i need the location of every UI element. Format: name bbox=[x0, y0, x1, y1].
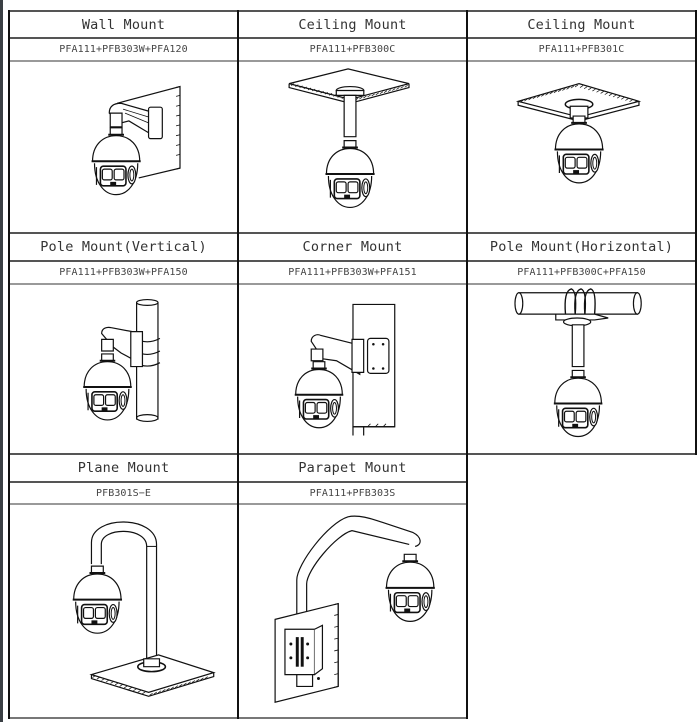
table-rule bbox=[237, 10, 239, 719]
mount-model-number: PFA111+PFB303W+PFA120 bbox=[59, 44, 188, 55]
pole-mount-horizontal-illustration bbox=[468, 285, 695, 452]
table-rule bbox=[8, 453, 697, 455]
mount-title: Corner Mount bbox=[302, 239, 403, 255]
table-rule bbox=[8, 283, 697, 285]
mount-model-number: PFA111+PFB301C bbox=[538, 44, 625, 55]
pole-mount-vertical-illustration bbox=[10, 285, 237, 452]
mount-model-number: PFA111+PFB300C+PFA150 bbox=[517, 267, 646, 278]
plane-mount-illustration bbox=[10, 505, 237, 716]
table-rule bbox=[8, 232, 697, 234]
corner-mount-illustration bbox=[239, 285, 466, 452]
page-edge-strip bbox=[0, 0, 3, 722]
mount-title: Wall Mount bbox=[81, 16, 166, 33]
ceiling-mount-pendant-illustration bbox=[239, 62, 466, 231]
mount-title: Pole Mount(Horizontal) bbox=[489, 239, 674, 255]
mount-model-number: PFA111+PFB303S bbox=[309, 487, 396, 499]
table-rule bbox=[466, 10, 468, 719]
mount-title: Plane Mount bbox=[77, 460, 170, 476]
table-rule bbox=[8, 10, 10, 719]
mount-title: Ceiling Mount bbox=[298, 16, 407, 33]
table-rule bbox=[8, 37, 697, 39]
table-rule bbox=[8, 10, 697, 12]
table-rule bbox=[8, 260, 697, 262]
mount-title: Ceiling Mount bbox=[527, 16, 636, 33]
wall-mount-illustration bbox=[10, 62, 237, 231]
mount-model-number: PFA111+PFB303W+PFA150 bbox=[59, 267, 188, 278]
mount-model-number: PFA111+PFB303W+PFA151 bbox=[288, 267, 417, 278]
mount-model-number: PFB301S−E bbox=[95, 487, 152, 499]
mount-title: Parapet Mount bbox=[298, 460, 407, 476]
parapet-mount-illustration bbox=[239, 505, 466, 716]
mount-title: Pole Mount(Vertical) bbox=[40, 239, 207, 255]
table-rule bbox=[695, 10, 697, 455]
ceiling-mount-flush-illustration bbox=[468, 62, 695, 231]
mount-model-number: PFA111+PFB300C bbox=[309, 44, 396, 55]
table-rule bbox=[8, 60, 697, 62]
